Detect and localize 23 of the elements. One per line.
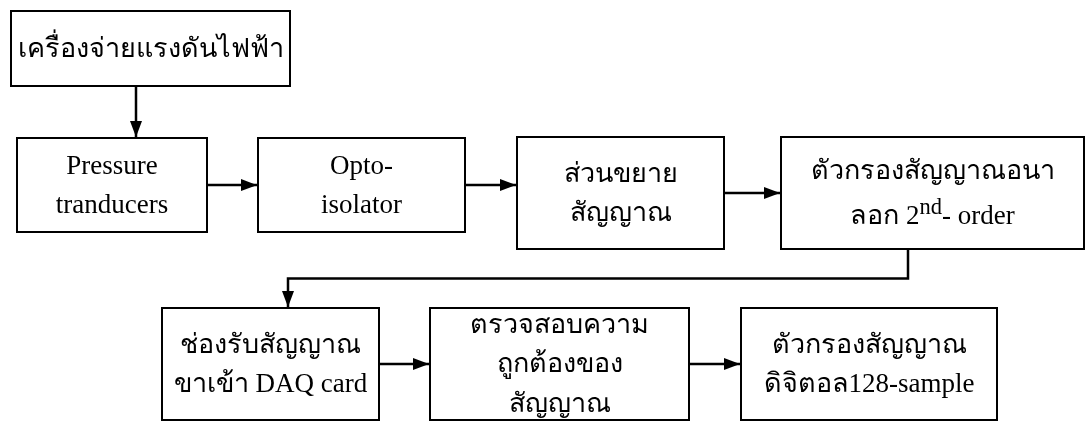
arrow	[130, 87, 142, 137]
box-text: ตรวจสอบความถูกต้องของสัญญาณ	[469, 308, 650, 420]
process-box	[10, 10, 291, 87]
process-box	[740, 307, 998, 421]
process-box	[16, 137, 208, 233]
process-box	[257, 137, 466, 233]
arrow	[690, 358, 740, 370]
box-text: ส่วนขยายสัญญาณ	[562, 156, 679, 229]
box-text: ช่องรับสัญญาณขาเข้า DAQ card	[172, 327, 369, 400]
box-text: Pressure tranducers	[54, 148, 170, 221]
process-box	[516, 136, 725, 250]
process-box	[161, 307, 380, 421]
process-box	[780, 136, 1085, 250]
arrow	[208, 179, 257, 191]
process-box	[429, 307, 690, 421]
arrow	[725, 187, 780, 199]
box-text: Opto- isolator	[320, 148, 403, 221]
box-text: ตัวกรองสัญญาณอนาลอก 2$^{nd}$- order	[809, 154, 1056, 232]
arrow	[380, 358, 429, 370]
arrow	[282, 250, 910, 307]
arrow	[466, 179, 516, 191]
box-text: ตัวกรองสัญญาณดิจิตอล128-sample	[762, 327, 976, 400]
box-text: เครื่องจ่ายแรงดันไฟฟ้า	[17, 28, 284, 69]
